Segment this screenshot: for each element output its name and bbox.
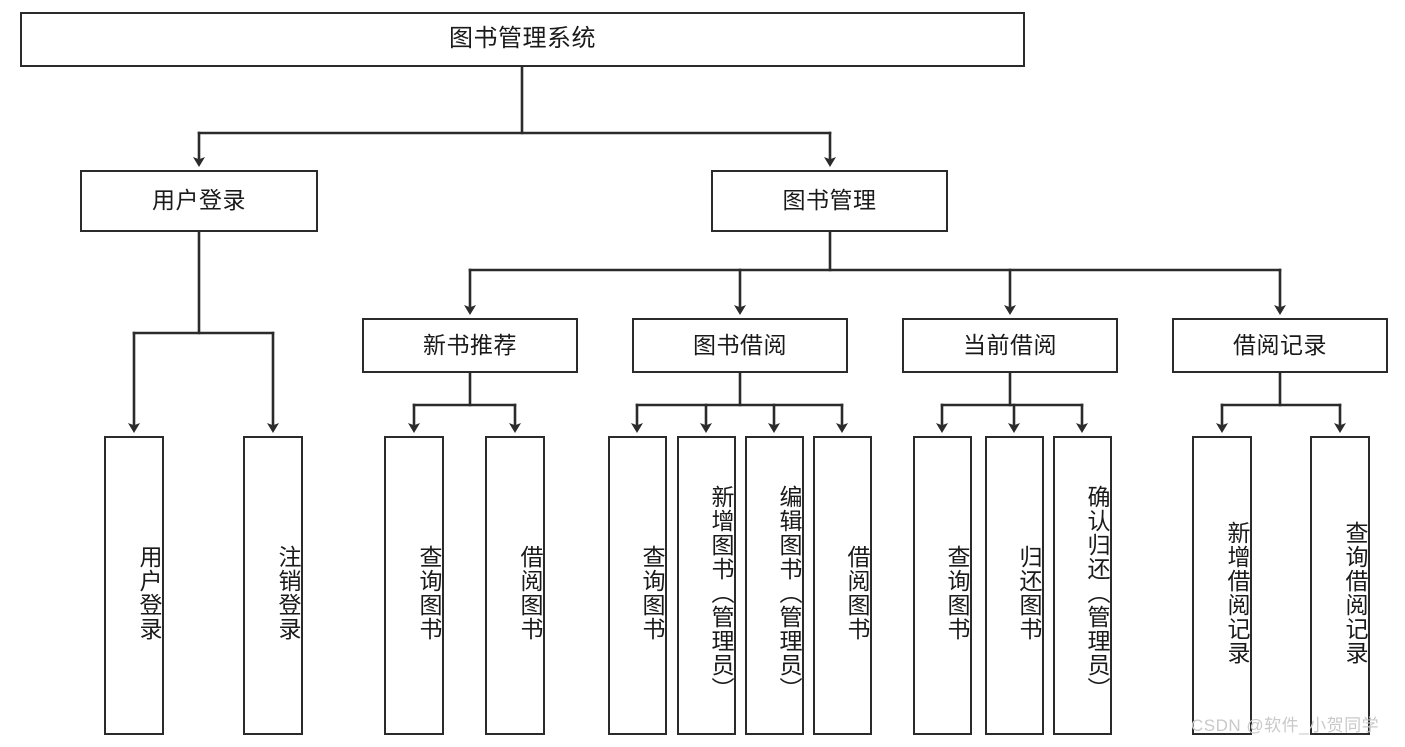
node-current-borrow[interactable]: 当前借阅: [902, 318, 1118, 373]
leaf-label: 新增借阅记录: [1224, 520, 1250, 665]
leaf-borrow-book[interactable]: 借阅图书: [813, 436, 872, 735]
leaf-label: 查询图书: [416, 544, 442, 641]
leaf-label: 注销登录: [275, 544, 301, 641]
node-borrow-record-label: 借阅记录: [1233, 331, 1327, 358]
leaf-query-book-current[interactable]: 查询图书: [913, 436, 972, 735]
leaf-edit-book-admin[interactable]: 编辑图书（管理员）: [745, 436, 804, 735]
leaf-return-book[interactable]: 归还图书: [985, 436, 1044, 735]
leaf-label: 确认归还（管理员）: [1084, 484, 1110, 701]
node-new-book-recommend-label: 新书推荐: [423, 331, 517, 358]
leaf-add-book-admin[interactable]: 新增图书（管理员）: [677, 436, 736, 735]
leaf-label: 借阅图书: [844, 544, 870, 641]
leaf-query-book-recommend[interactable]: 查询图书: [384, 436, 444, 735]
leaf-add-borrow-record[interactable]: 新增借阅记录: [1192, 436, 1252, 735]
node-book-management-label: 图书管理: [782, 187, 877, 214]
leaf-borrow-book-recommend[interactable]: 借阅图书: [485, 436, 545, 735]
leaf-label: 查询图书: [944, 544, 970, 641]
leaf-query-book-borrow[interactable]: 查询图书: [608, 436, 667, 735]
node-new-book-recommend[interactable]: 新书推荐: [362, 318, 578, 373]
leaf-label: 归还图书: [1016, 544, 1042, 641]
leaf-label: 编辑图书（管理员）: [776, 484, 802, 701]
leaf-label: 查询借阅记录: [1342, 520, 1368, 665]
node-user-login-label: 用户登录: [152, 187, 246, 214]
node-book-management[interactable]: 图书管理: [711, 170, 948, 232]
leaf-logout[interactable]: 注销登录: [243, 436, 303, 735]
leaf-confirm-return-admin[interactable]: 确认归还（管理员）: [1053, 436, 1112, 735]
leaf-label: 查询图书: [639, 544, 665, 641]
node-user-login[interactable]: 用户登录: [80, 170, 318, 232]
node-current-borrow-label: 当前借阅: [963, 331, 1057, 358]
node-root-label: 图书管理系统: [449, 25, 596, 53]
leaf-query-borrow-record[interactable]: 查询借阅记录: [1310, 436, 1370, 735]
leaf-label: 用户登录: [136, 544, 162, 641]
leaf-label: 借阅图书: [517, 544, 543, 641]
node-root[interactable]: 图书管理系统: [20, 12, 1025, 67]
leaf-label: 新增图书（管理员）: [708, 484, 734, 701]
node-book-borrow-label: 图书借阅: [693, 331, 787, 358]
csdn-watermark: CSDN @软件_小贺同学: [1191, 716, 1380, 735]
leaf-user-login[interactable]: 用户登录: [104, 436, 164, 735]
node-book-borrow[interactable]: 图书借阅: [632, 318, 848, 373]
node-borrow-record[interactable]: 借阅记录: [1172, 318, 1388, 373]
